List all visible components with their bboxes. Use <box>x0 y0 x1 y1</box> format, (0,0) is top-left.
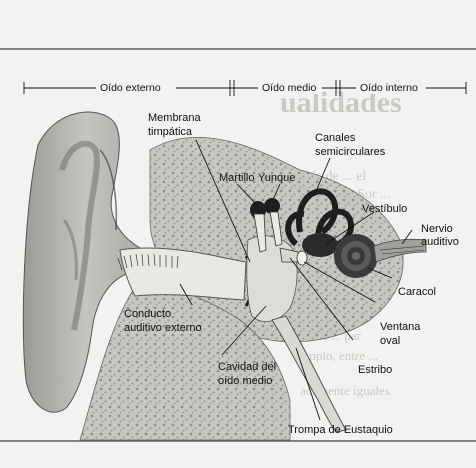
label-nervio-line2: auditivo <box>421 236 459 248</box>
label-estribo: Estribo <box>358 364 392 376</box>
section-inner-ear: Oído interno <box>360 82 418 94</box>
label-membrana-line1: Membrana <box>148 112 201 124</box>
label-yunque: Yunque <box>258 172 295 184</box>
label-caracol: Caracol <box>398 286 436 298</box>
vestibule <box>302 233 338 257</box>
section-outer-ear: Oído externo <box>100 82 161 94</box>
cochlea <box>334 234 378 278</box>
label-canales-line2: semicirculares <box>315 146 386 158</box>
middle-ear-cavity <box>247 236 297 322</box>
label-conducto-line1: Conducto <box>124 308 171 320</box>
label-membrana-line2: timpática <box>148 126 193 138</box>
label-cavidad-line1: Cavidad del <box>218 361 276 373</box>
label-conducto-line2: auditivo externo <box>124 322 202 334</box>
label-ventana-line2: oval <box>380 335 400 347</box>
label-vestibulo: Vestíbulo <box>362 203 407 215</box>
label-nervio-line1: Nervio <box>421 223 453 235</box>
label-canales-line1: Canales <box>315 132 356 144</box>
label-martillo: Martillo <box>219 172 254 184</box>
label-trompa: Trompa de Eustaquio <box>288 424 393 436</box>
svg-text:emplo, entre ...: emplo, entre ... <box>300 348 378 363</box>
label-cavidad-line2: oído medio <box>218 375 272 387</box>
label-ventana-line1: Ventana <box>380 321 421 333</box>
section-middle-ear: Oído medio <box>262 82 316 94</box>
